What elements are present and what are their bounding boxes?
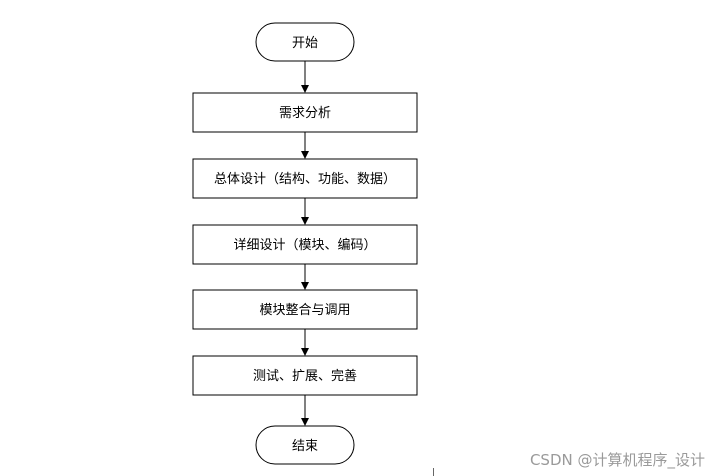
process-shape-testing	[192, 355, 418, 396]
end-label: 结束	[292, 439, 318, 454]
watermark-text: CSDN @计算机程序_设计	[529, 451, 705, 469]
stray-tick-mark	[433, 468, 434, 476]
start-node: 开始	[255, 22, 355, 62]
process-label-overall-design: 总体设计（结构、功能、数据）	[214, 172, 396, 187]
process-node-requirements: 需求分析	[192, 92, 418, 133]
process-node-integration: 模块整合与调用	[192, 289, 418, 330]
arrowhead-overall-design-to-detailed-design	[301, 217, 309, 225]
start-label: 开始	[292, 36, 318, 51]
arrowhead-testing-to-end	[301, 418, 309, 426]
process-node-testing: 测试、扩展、完善	[192, 355, 418, 396]
arrowhead-start-to-requirements	[301, 85, 309, 93]
arrowhead-requirements-to-overall-design	[301, 151, 309, 159]
process-label-testing: 测试、扩展、完善	[253, 368, 357, 384]
process-node-detailed-design: 详细设计（模块、编码）	[192, 224, 418, 265]
process-shape-detailed-design	[192, 224, 418, 265]
arrowhead-integration-to-testing	[301, 348, 309, 356]
end-terminal-shape	[255, 425, 355, 465]
process-node-overall-design: 总体设计（结构、功能、数据）	[192, 158, 418, 199]
process-label-integration: 模块整合与调用	[259, 303, 350, 318]
process-shape-integration	[192, 289, 418, 330]
process-label-detailed-design: 详细设计（模块、编码）	[233, 238, 376, 253]
arrowhead-detailed-design-to-integration	[301, 282, 309, 290]
process-label-requirements: 需求分析	[279, 106, 331, 121]
end-node: 结束	[255, 425, 355, 465]
process-shape-requirements	[192, 92, 418, 133]
